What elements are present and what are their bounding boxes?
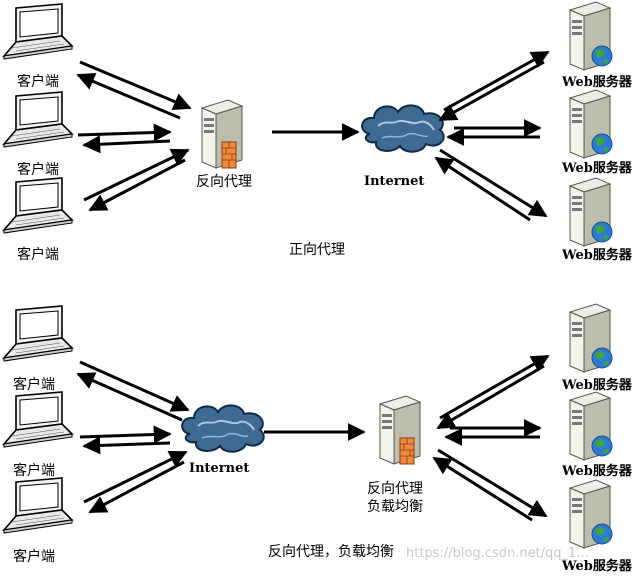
proxy-label-line1: 反向代理 xyxy=(367,481,423,497)
arrow xyxy=(79,360,190,412)
arrow xyxy=(436,364,545,430)
laptop-icon xyxy=(3,477,73,534)
laptop-icon xyxy=(3,391,73,448)
arrow xyxy=(443,50,550,112)
server-label: Web服务器 xyxy=(561,74,633,90)
arrow xyxy=(437,448,548,518)
client-label: 客户端 xyxy=(17,161,59,178)
arrow xyxy=(432,456,533,522)
arrow xyxy=(82,135,171,154)
server-label: Web服务器 xyxy=(561,558,633,574)
arrow xyxy=(438,60,545,122)
proxy-label-line2: 负载均衡 xyxy=(367,499,423,515)
internet-label: Internet xyxy=(364,174,424,189)
web-server-icon xyxy=(569,89,613,159)
internet-cloud-icon xyxy=(181,404,265,453)
client-label: 客户端 xyxy=(17,246,59,263)
client-label: 客户端 xyxy=(13,548,55,565)
server-label: Web服务器 xyxy=(561,160,633,176)
load-balancer-server-icon xyxy=(379,395,421,465)
arrow xyxy=(88,158,186,212)
web-server-icon xyxy=(569,479,613,549)
proxy-server-icon xyxy=(201,99,243,169)
internet-cloud-icon xyxy=(361,104,445,153)
server-label: Web服务器 xyxy=(561,247,633,263)
top-caption: 正向代理 xyxy=(289,242,345,258)
client-label: 客户端 xyxy=(13,462,55,479)
arrow xyxy=(83,148,190,202)
laptop-icon xyxy=(3,177,73,234)
arrow xyxy=(79,425,172,444)
bottom-section: 客户端 客户端 客户端 Internet 反向代理 负载均衡 Web服务器 We… xyxy=(3,303,633,574)
server-label: Web服务器 xyxy=(561,463,633,479)
laptop-icon xyxy=(3,305,73,362)
arrow xyxy=(77,123,172,142)
server-label: Web服务器 xyxy=(561,377,633,393)
web-server-icon xyxy=(569,391,613,461)
web-server-icon xyxy=(569,177,613,247)
arrow xyxy=(439,148,548,218)
proxy-label: 反向代理 xyxy=(196,174,252,190)
client-label: 客户端 xyxy=(17,73,59,90)
arrow xyxy=(76,72,181,120)
laptop-icon xyxy=(3,91,73,148)
bottom-caption: 反向代理，负载均衡 xyxy=(268,544,394,560)
client-label: 客户端 xyxy=(13,376,55,393)
arrow xyxy=(82,436,171,455)
arrow xyxy=(439,354,550,420)
arrow xyxy=(88,460,185,514)
internet-label: Internet xyxy=(189,461,249,476)
arrow xyxy=(76,372,183,422)
web-server-icon xyxy=(569,303,613,373)
web-server-icon xyxy=(569,1,613,71)
arrow xyxy=(83,450,188,504)
arrow xyxy=(79,60,192,111)
top-section: 客户端 客户端 客户端 反向代理 Internet Web服务器 Web服务器 … xyxy=(3,1,633,263)
laptop-icon xyxy=(3,3,73,60)
arrow xyxy=(434,156,531,222)
watermark: https://blog.csdn.net/qq_1... xyxy=(406,546,589,561)
